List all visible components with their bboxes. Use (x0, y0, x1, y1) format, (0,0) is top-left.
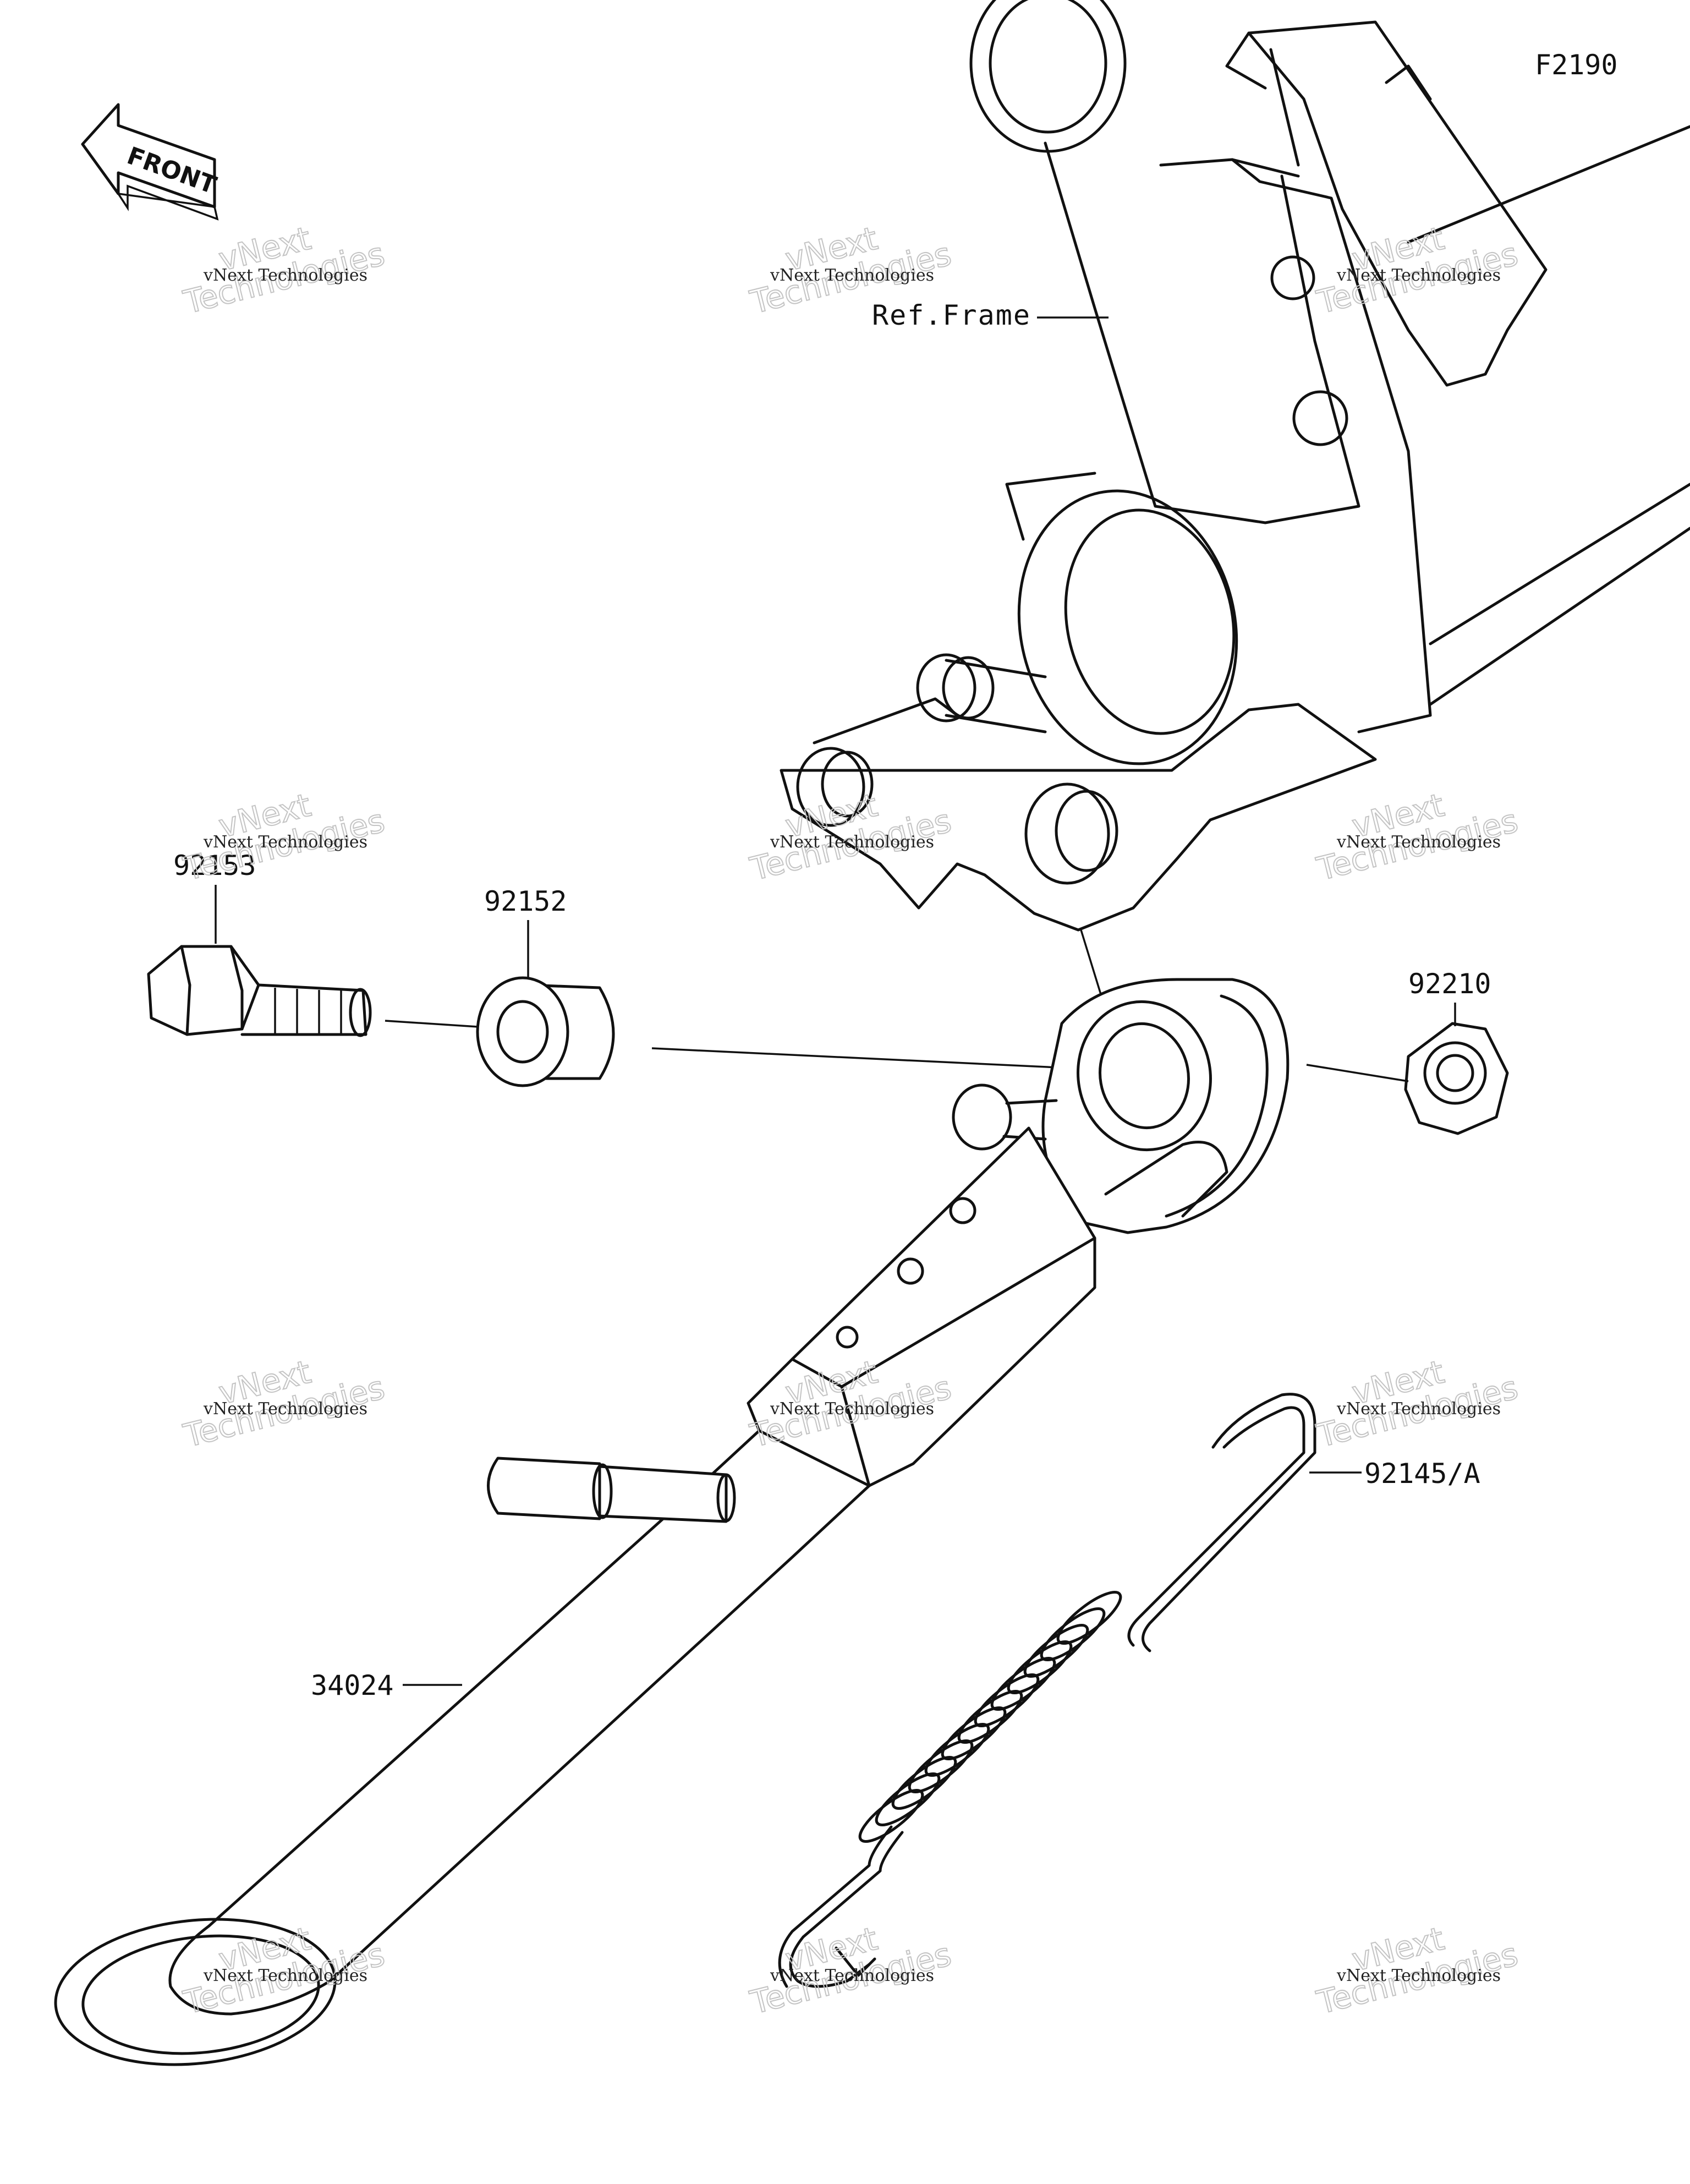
svg-text:vNext Technologies: vNext Technologies (770, 1399, 934, 1419)
watermark: Technologies vNext vNext Technologies (746, 1919, 956, 2022)
diagram-code: F2190 (1535, 49, 1618, 81)
svg-text:vNext Technologies: vNext Technologies (203, 266, 367, 285)
svg-text:vNext Technologies: vNext Technologies (1336, 266, 1501, 285)
watermark: Technologies vNext vNext Technologies (1313, 1919, 1522, 2022)
nut-92210[interactable] (1404, 1022, 1509, 1135)
watermark: Technologies vNext vNext Technologies (179, 786, 389, 889)
watermark: Technologies vNext vNext Technologies (179, 219, 389, 322)
callout-collar: 92152 (484, 885, 567, 917)
watermark: Technologies vNext vNext Technologies (179, 1353, 389, 1455)
watermark: Technologies vNext vNext Technologies (1313, 1353, 1522, 1455)
watermark: Technologies vNext vNext Technologies (1313, 219, 1522, 322)
callout-spring: 92145/A (1364, 1458, 1480, 1490)
svg-text:vNext Technologies: vNext Technologies (1336, 833, 1501, 852)
front-arrow-icon: FRONT (81, 103, 220, 221)
svg-text:vNext Technologies: vNext Technologies (203, 1966, 367, 1985)
side-stand-34024[interactable] (48, 978, 1290, 2078)
watermark: Technologies vNext vNext Technologies (1313, 786, 1522, 889)
spring-coils (858, 1591, 1122, 1843)
watermark: Technologies vNext vNext Technologies (746, 786, 956, 889)
svg-text:vNext Technologies: vNext Technologies (203, 1399, 367, 1419)
svg-text:vNext Technologies: vNext Technologies (1336, 1966, 1501, 1985)
frame-reference-drawing (780, 0, 1690, 932)
collar-92152[interactable] (476, 976, 615, 1087)
callout-bolt: 92153 (173, 850, 256, 882)
svg-text:vNext Technologies: vNext Technologies (770, 266, 934, 285)
callout-ref-frame: Ref.Frame (872, 299, 1031, 331)
svg-text:vNext Technologies: vNext Technologies (770, 1966, 934, 1985)
svg-text:vNext Technologies: vNext Technologies (203, 833, 367, 852)
watermarks: Technologies vNext vNext Technologies Te… (179, 219, 1522, 2022)
svg-text:vNext Technologies: vNext Technologies (770, 833, 934, 852)
spring-92145a[interactable] (778, 1393, 1316, 1988)
callout-nut: 92210 (1408, 968, 1491, 1000)
callout-stand: 34024 (311, 1670, 394, 1701)
svg-text:vNext Technologies: vNext Technologies (1336, 1399, 1501, 1419)
bolt-92153[interactable] (147, 945, 372, 1037)
